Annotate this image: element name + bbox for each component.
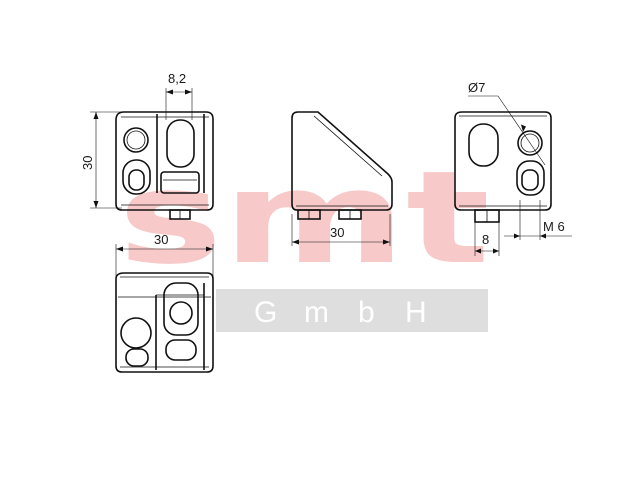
dim-thread-arrow-right	[540, 233, 546, 239]
front-view-outline	[115, 111, 214, 211]
watermark-letter-m: m	[304, 296, 329, 329]
dim-height-label: 30	[80, 156, 95, 170]
dim-bottom-label: 30	[154, 232, 168, 247]
dim-hole-diameter: Ø7	[468, 80, 546, 166]
bottom-slot-lower	[165, 339, 197, 361]
front-slot-oval	[166, 119, 195, 168]
dim-offset-label: 8	[482, 232, 489, 247]
dim-height-arrow-bottom	[93, 201, 99, 208]
front-hole-lower-inner	[128, 169, 145, 191]
watermark-band	[216, 289, 488, 332]
front-hole-lower	[122, 159, 151, 195]
watermark-letter-h: H	[405, 296, 427, 329]
bottom-hole-lower	[125, 348, 149, 367]
dim-diameter-arrow	[521, 124, 526, 132]
dim-slot-arrow-right	[185, 89, 192, 95]
right-hole-inner	[520, 133, 540, 153]
watermark-letter-b: b	[358, 296, 375, 329]
side-view-inner-edge	[313, 115, 383, 177]
dim-diameter-line	[497, 95, 546, 166]
side-view-outline	[291, 111, 393, 211]
bottom-view-outline	[115, 272, 214, 373]
front-view	[115, 111, 214, 220]
dim-thread: M 6	[504, 200, 572, 240]
watermark: smt G m b H	[118, 144, 490, 332]
watermark-subtitle: G m b H	[254, 296, 427, 329]
bottom-hole-upper	[120, 317, 152, 349]
dim-slot-width: 8,2	[165, 71, 193, 120]
right-hole	[517, 130, 543, 156]
dim-bottom-width: 30	[115, 232, 214, 280]
dim-height-arrow-top	[93, 112, 99, 119]
dim-thread-label: M 6	[543, 219, 565, 234]
dim-thread-arrow-left	[514, 233, 520, 239]
right-thread-inner	[521, 169, 539, 191]
front-slot-base	[160, 171, 200, 194]
right-thread-body	[516, 160, 545, 196]
dim-slot-arrow-left	[166, 89, 173, 95]
dim-offset-arrow-right	[493, 248, 499, 254]
dim-side-arrow-left	[292, 239, 299, 245]
dim-bottom-arrow-left	[116, 246, 123, 252]
dim-diameter-label: Ø7	[468, 80, 485, 95]
right-view	[454, 111, 552, 223]
dim-bottom-arrow-right	[206, 246, 213, 252]
bottom-nut	[163, 282, 199, 336]
bottom-view	[115, 272, 214, 373]
dim-offset: 8	[474, 218, 500, 256]
dim-height: 30	[80, 111, 124, 209]
dim-side-label: 30	[330, 225, 344, 240]
dim-side-arrow-right	[383, 239, 390, 245]
right-slot-oval	[468, 123, 499, 167]
side-view	[291, 111, 393, 220]
front-hole-upper-inner	[126, 130, 146, 150]
dim-side-width: 30	[291, 214, 391, 246]
bottom-nut-hole	[169, 301, 193, 325]
front-hole-upper	[123, 127, 149, 153]
dim-slot-label: 8,2	[168, 71, 186, 86]
watermark-letter-g: G	[254, 296, 277, 329]
dim-offset-arrow-left	[475, 248, 481, 254]
right-view-outline	[454, 111, 552, 211]
